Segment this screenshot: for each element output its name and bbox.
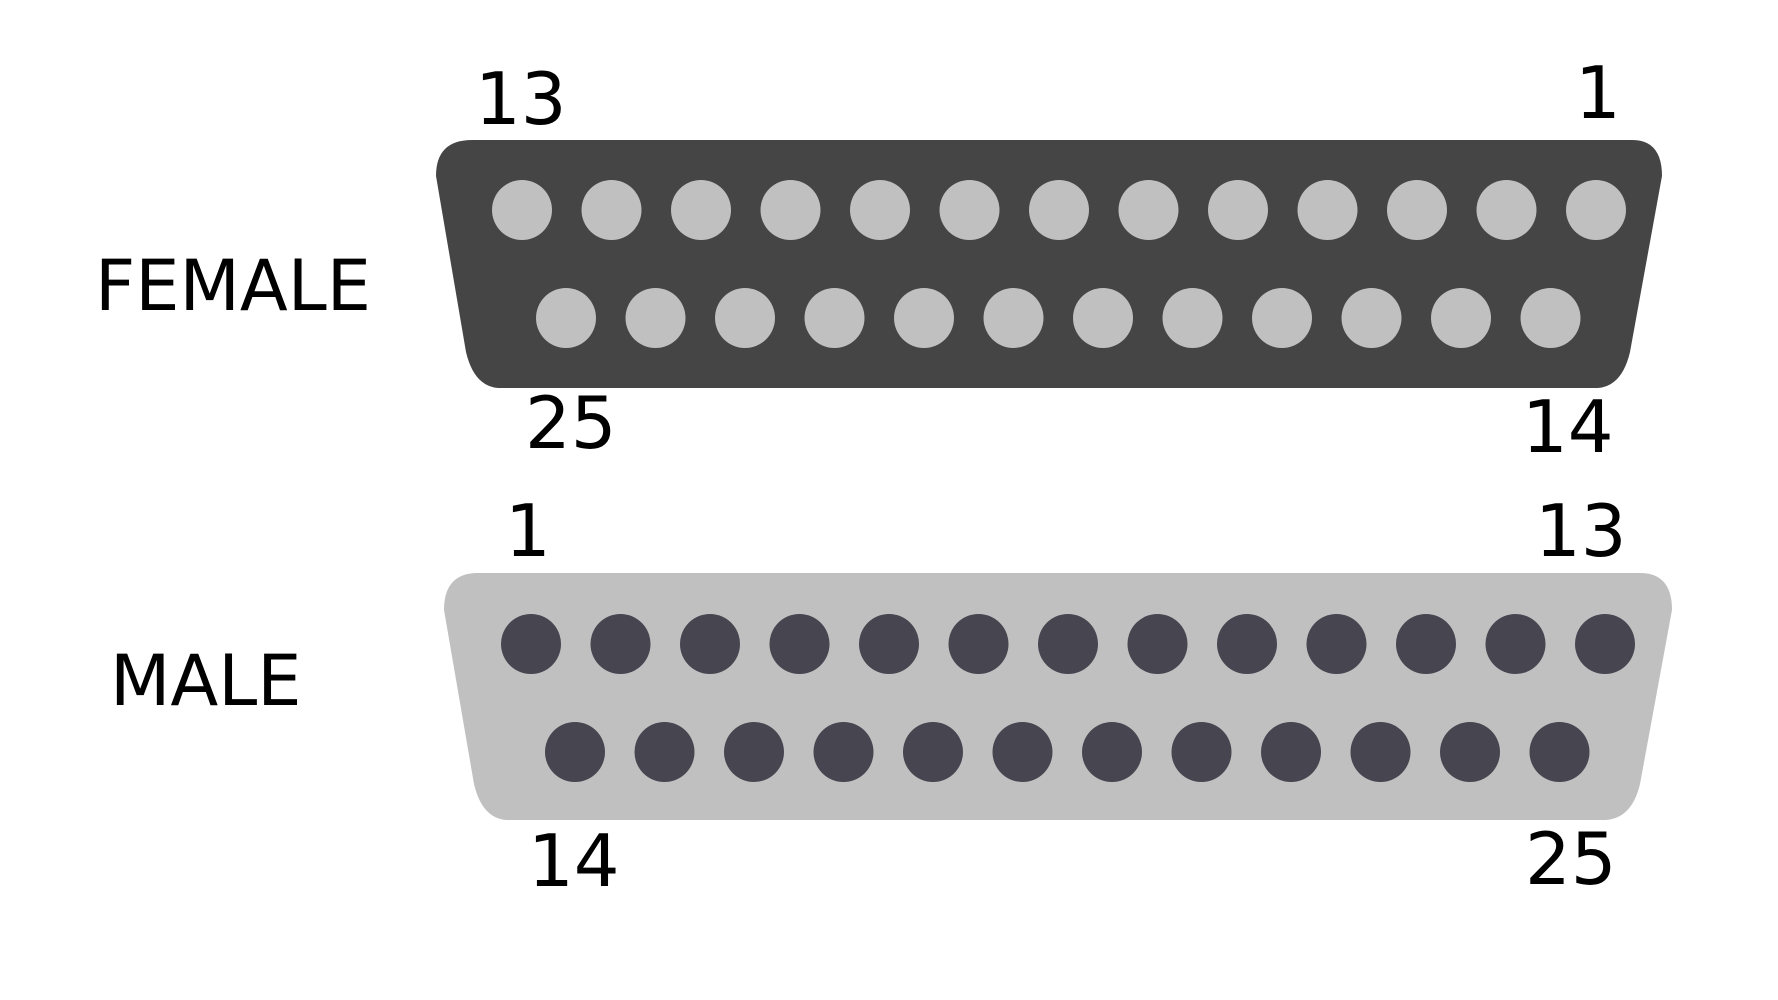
female-pin-top-3: [671, 180, 731, 240]
female-pin-top-11: [1387, 180, 1447, 240]
female-pin-bottom-6: [983, 288, 1044, 348]
female-pin-top-9: [1208, 180, 1268, 240]
female-pin-top-10: [1297, 180, 1358, 240]
male-pin-bottom-11: [1440, 722, 1500, 782]
female-connector: FEMALE 13 1 25 14: [95, 51, 1662, 469]
female-pin-label-bottom-left: 25: [525, 381, 617, 465]
female-pin-top-5: [850, 180, 910, 240]
male-pins: [501, 614, 1635, 782]
male-connector: MALE 1 13 14 25: [110, 489, 1672, 903]
male-pin-label-bottom-left: 14: [528, 819, 620, 903]
male-pin-top-12: [1485, 614, 1546, 674]
male-pin-top-4: [769, 614, 830, 674]
female-pin-bottom-4: [804, 288, 865, 348]
female-pin-top-13: [1566, 180, 1626, 240]
female-pin-top-7: [1029, 180, 1089, 240]
female-pin-bottom-2: [625, 288, 686, 348]
male-pin-bottom-6: [992, 722, 1053, 782]
male-pin-bottom-8: [1171, 722, 1232, 782]
male-pin-top-5: [859, 614, 919, 674]
female-pin-bottom-10: [1341, 288, 1402, 348]
male-shell: [444, 573, 1672, 820]
female-label: FEMALE: [95, 245, 371, 327]
female-pin-bottom-5: [894, 288, 954, 348]
male-pin-bottom-7: [1082, 722, 1142, 782]
male-pin-bottom-2: [634, 722, 695, 782]
female-pin-label-bottom-right: 14: [1522, 385, 1614, 469]
male-pin-bottom-1: [545, 722, 605, 782]
male-pin-bottom-10: [1350, 722, 1411, 782]
female-pin-bottom-1: [536, 288, 596, 348]
female-pin-bottom-11: [1431, 288, 1491, 348]
male-pin-top-7: [1038, 614, 1098, 674]
male-pin-top-1: [501, 614, 561, 674]
female-pin-top-6: [939, 180, 1000, 240]
male-pin-label-top-right: 13: [1535, 489, 1627, 573]
male-pin-label-bottom-right: 25: [1525, 817, 1617, 901]
male-label: MALE: [110, 640, 302, 722]
female-pin-top-4: [760, 180, 821, 240]
female-pin-bottom-7: [1073, 288, 1133, 348]
female-shell: [436, 140, 1662, 388]
male-pin-bottom-9: [1261, 722, 1321, 782]
female-pin-bottom-8: [1162, 288, 1223, 348]
male-pin-top-13: [1575, 614, 1635, 674]
male-pin-top-2: [590, 614, 651, 674]
female-pin-label-top-left: 13: [475, 57, 567, 141]
male-pin-top-3: [680, 614, 740, 674]
male-pin-top-6: [948, 614, 1009, 674]
female-pin-top-12: [1476, 180, 1537, 240]
male-pin-top-11: [1396, 614, 1456, 674]
female-pin-top-8: [1118, 180, 1179, 240]
female-pin-bottom-9: [1252, 288, 1312, 348]
male-pin-bottom-12: [1529, 722, 1590, 782]
female-pin-label-top-right: 1: [1575, 51, 1621, 135]
male-pin-top-9: [1217, 614, 1277, 674]
male-pin-label-top-left: 1: [505, 489, 551, 573]
male-pin-top-10: [1306, 614, 1367, 674]
female-pins: [492, 180, 1626, 348]
female-pin-top-1: [492, 180, 552, 240]
female-pin-bottom-3: [715, 288, 775, 348]
male-pin-bottom-5: [903, 722, 963, 782]
female-pin-bottom-12: [1520, 288, 1581, 348]
male-pin-bottom-3: [724, 722, 784, 782]
female-pin-top-2: [581, 180, 642, 240]
male-pin-bottom-4: [813, 722, 874, 782]
male-pin-top-8: [1127, 614, 1188, 674]
